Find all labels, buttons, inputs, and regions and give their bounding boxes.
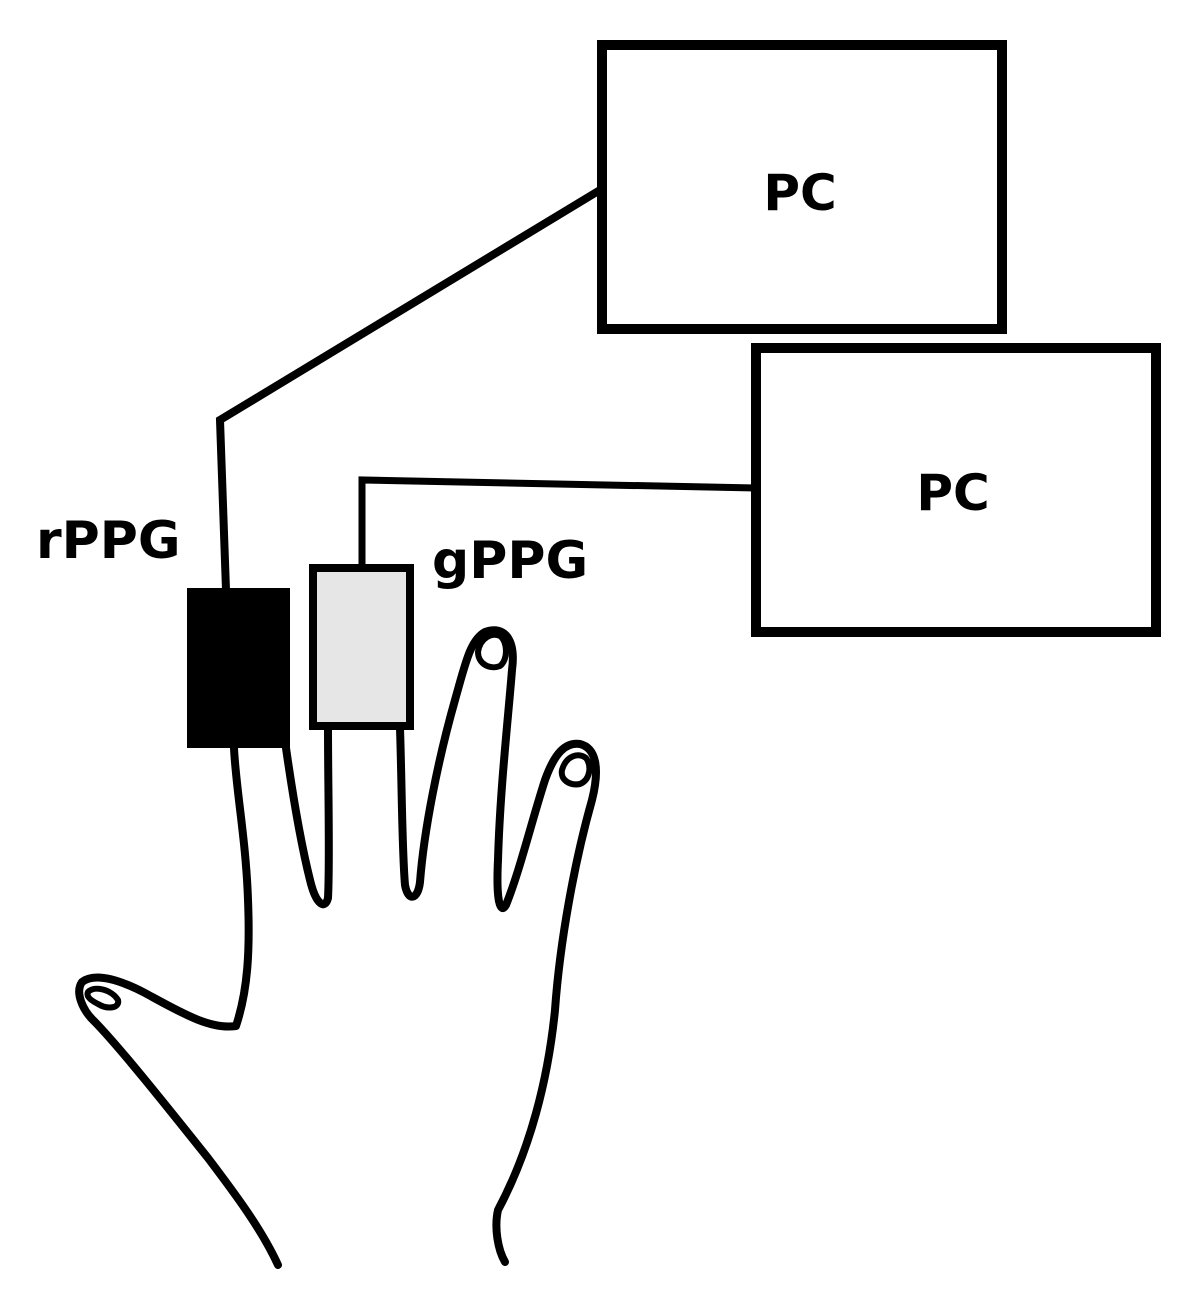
rppg-label: rPPG <box>36 511 181 571</box>
index-finger <box>282 724 333 909</box>
gppg-sensor <box>309 564 414 730</box>
gppg-label: gPPG <box>432 531 588 591</box>
pc-top-label: PC <box>763 164 836 222</box>
hand-left-edge <box>75 744 282 1269</box>
pc-box-bottom: PC <box>751 343 1161 637</box>
rppg-sensor <box>187 588 290 748</box>
gppg-cable <box>358 476 757 568</box>
hand-outline <box>75 626 600 1269</box>
pc-bottom-label: PC <box>916 464 989 522</box>
middle-finger <box>396 626 600 1266</box>
little-finger-nail <box>558 752 593 788</box>
pc-box-top: PC <box>597 40 1007 334</box>
rppg-cable <box>215 186 603 591</box>
thumb-nail <box>84 985 122 1011</box>
ring-finger-nail <box>475 631 509 671</box>
